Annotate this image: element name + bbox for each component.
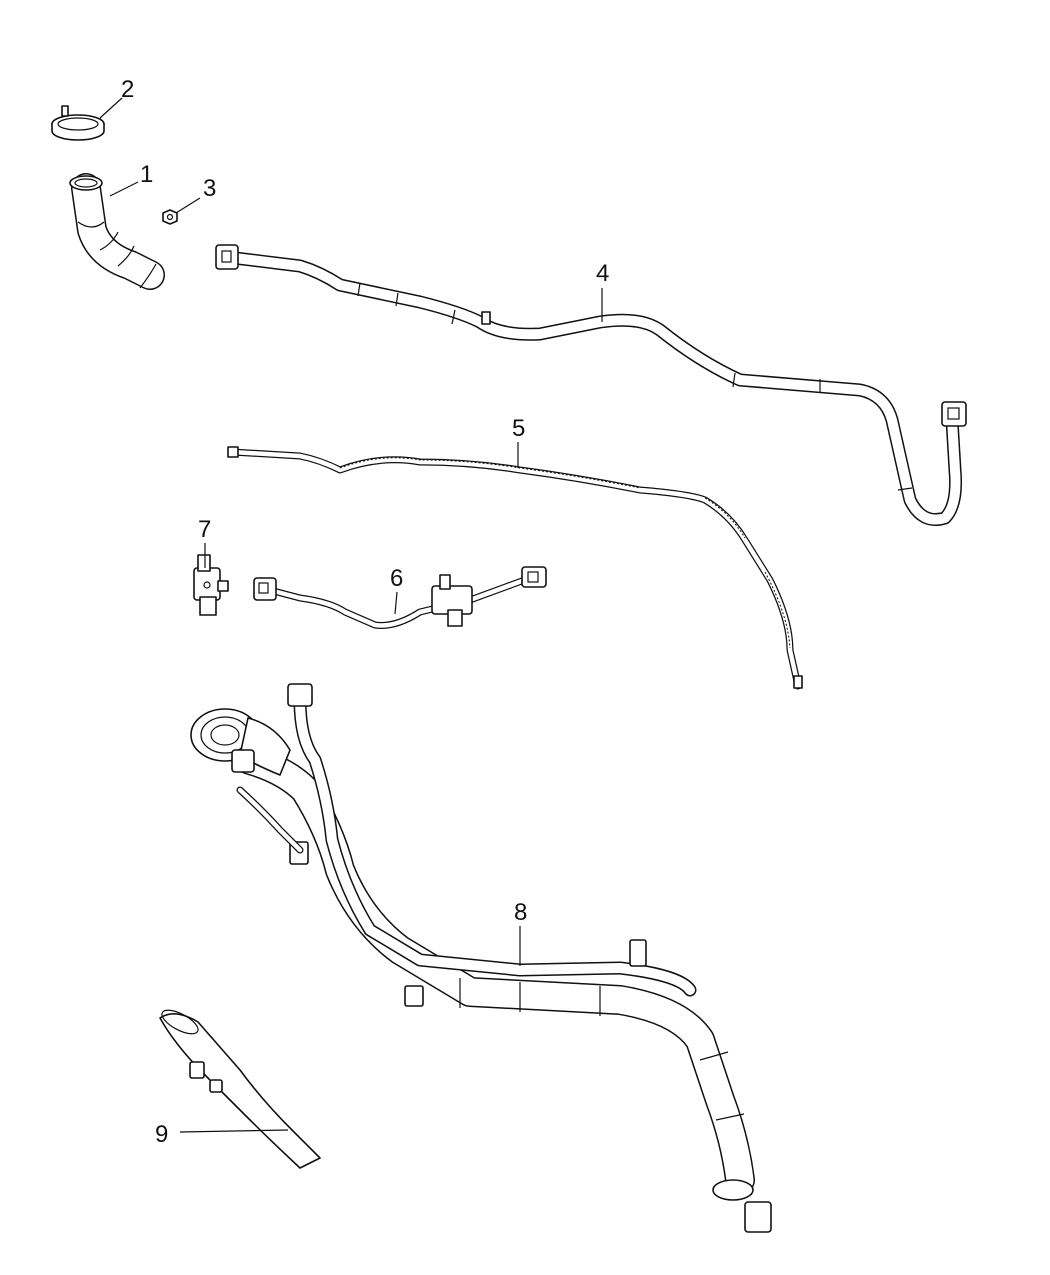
part-8-filler-neck: [190, 683, 772, 1233]
callout-6: 6: [390, 565, 403, 592]
part-3-nut: [162, 209, 178, 225]
leader-lines: [99, 97, 603, 1133]
callout-9: 9: [155, 1121, 168, 1148]
callout-1: 1: [140, 161, 153, 188]
callout-7: 7: [198, 516, 211, 543]
callout-4: 4: [596, 260, 609, 287]
part-9-funnel: [159, 1009, 321, 1169]
leader-2: [99, 97, 123, 119]
part-6-line: [253, 566, 547, 629]
leader-6: [394, 591, 398, 615]
leader-3: [175, 197, 201, 214]
callout-8: 8: [514, 899, 527, 926]
callout-2: 2: [121, 76, 134, 103]
callouts: 1 2 3 4 5 6 7 8 9: [121, 76, 609, 1148]
part-7-sensor: [193, 554, 229, 616]
callout-3: 3: [203, 175, 216, 202]
callout-5: 5: [512, 415, 525, 442]
leader-1: [109, 181, 139, 197]
part-4-tube: [215, 244, 967, 526]
part-5-line: [227, 446, 803, 690]
part-1-hose: [69, 173, 165, 290]
part-2-clamp: [51, 105, 105, 141]
leader-9: [179, 1129, 289, 1133]
